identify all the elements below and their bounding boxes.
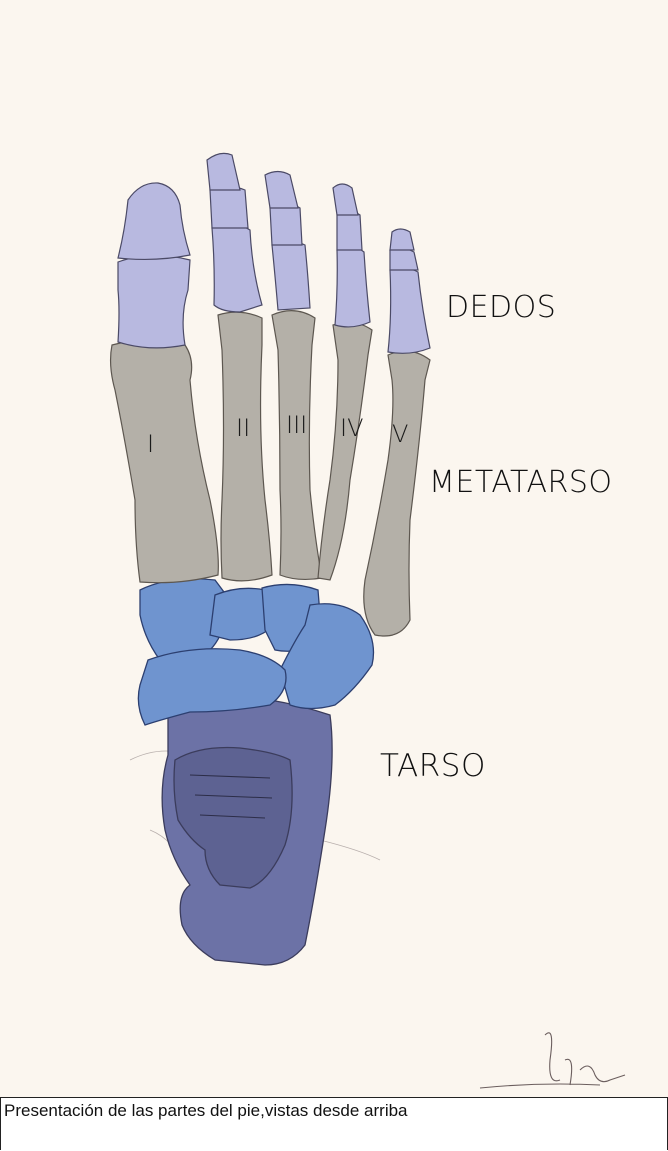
metatarsal-1: [111, 340, 219, 583]
numeral-metatarsal-4: IV: [340, 414, 364, 442]
toe-1-proximal: [118, 255, 190, 347]
numeral-metatarsal-2: II: [236, 414, 250, 442]
toe-1-distal: [118, 183, 190, 260]
caption-box: Presentación de las partes del pie,vista…: [0, 1097, 668, 1150]
toe-3-distal: [265, 172, 298, 209]
toe-2-distal: [207, 153, 240, 190]
metatarsal-3: [272, 311, 322, 580]
artist-signature: [480, 1033, 625, 1088]
numeral-metatarsal-5: V: [392, 420, 408, 448]
foot-bones-illustration: DEDOS METATARSO TARSO I II III IV V: [0, 0, 668, 1098]
label-tarso: TARSO: [380, 748, 486, 784]
toe-4-proximal: [335, 246, 370, 326]
foot-skeleton-drawing: [0, 0, 668, 1098]
toe-5-distal: [390, 229, 414, 250]
toe-5-proximal: [388, 268, 430, 353]
toe-2-middle: [210, 187, 248, 229]
caption-text: Presentación de las partes del pie,vista…: [4, 1101, 408, 1121]
toe-3-middle: [270, 204, 302, 245]
toe-3-proximal: [272, 242, 310, 311]
toe-5-middle: [390, 248, 418, 270]
toe-2-proximal: [212, 224, 262, 312]
metatarsal-2: [218, 312, 272, 581]
tarsals-upper: [138, 579, 373, 725]
tarsals-lower: [162, 697, 332, 965]
intermediate-cuneiform: [210, 588, 268, 640]
toe-4-middle: [337, 212, 362, 251]
toe-4-distal: [333, 184, 358, 215]
numeral-metatarsal-3: III: [286, 411, 307, 439]
metatarsal-5: [364, 351, 430, 636]
label-metatarso: METATARSO: [429, 465, 613, 500]
metatarsal-4: [318, 322, 372, 580]
numeral-metatarsal-1: I: [147, 430, 154, 458]
label-dedos: DEDOS: [446, 290, 556, 325]
